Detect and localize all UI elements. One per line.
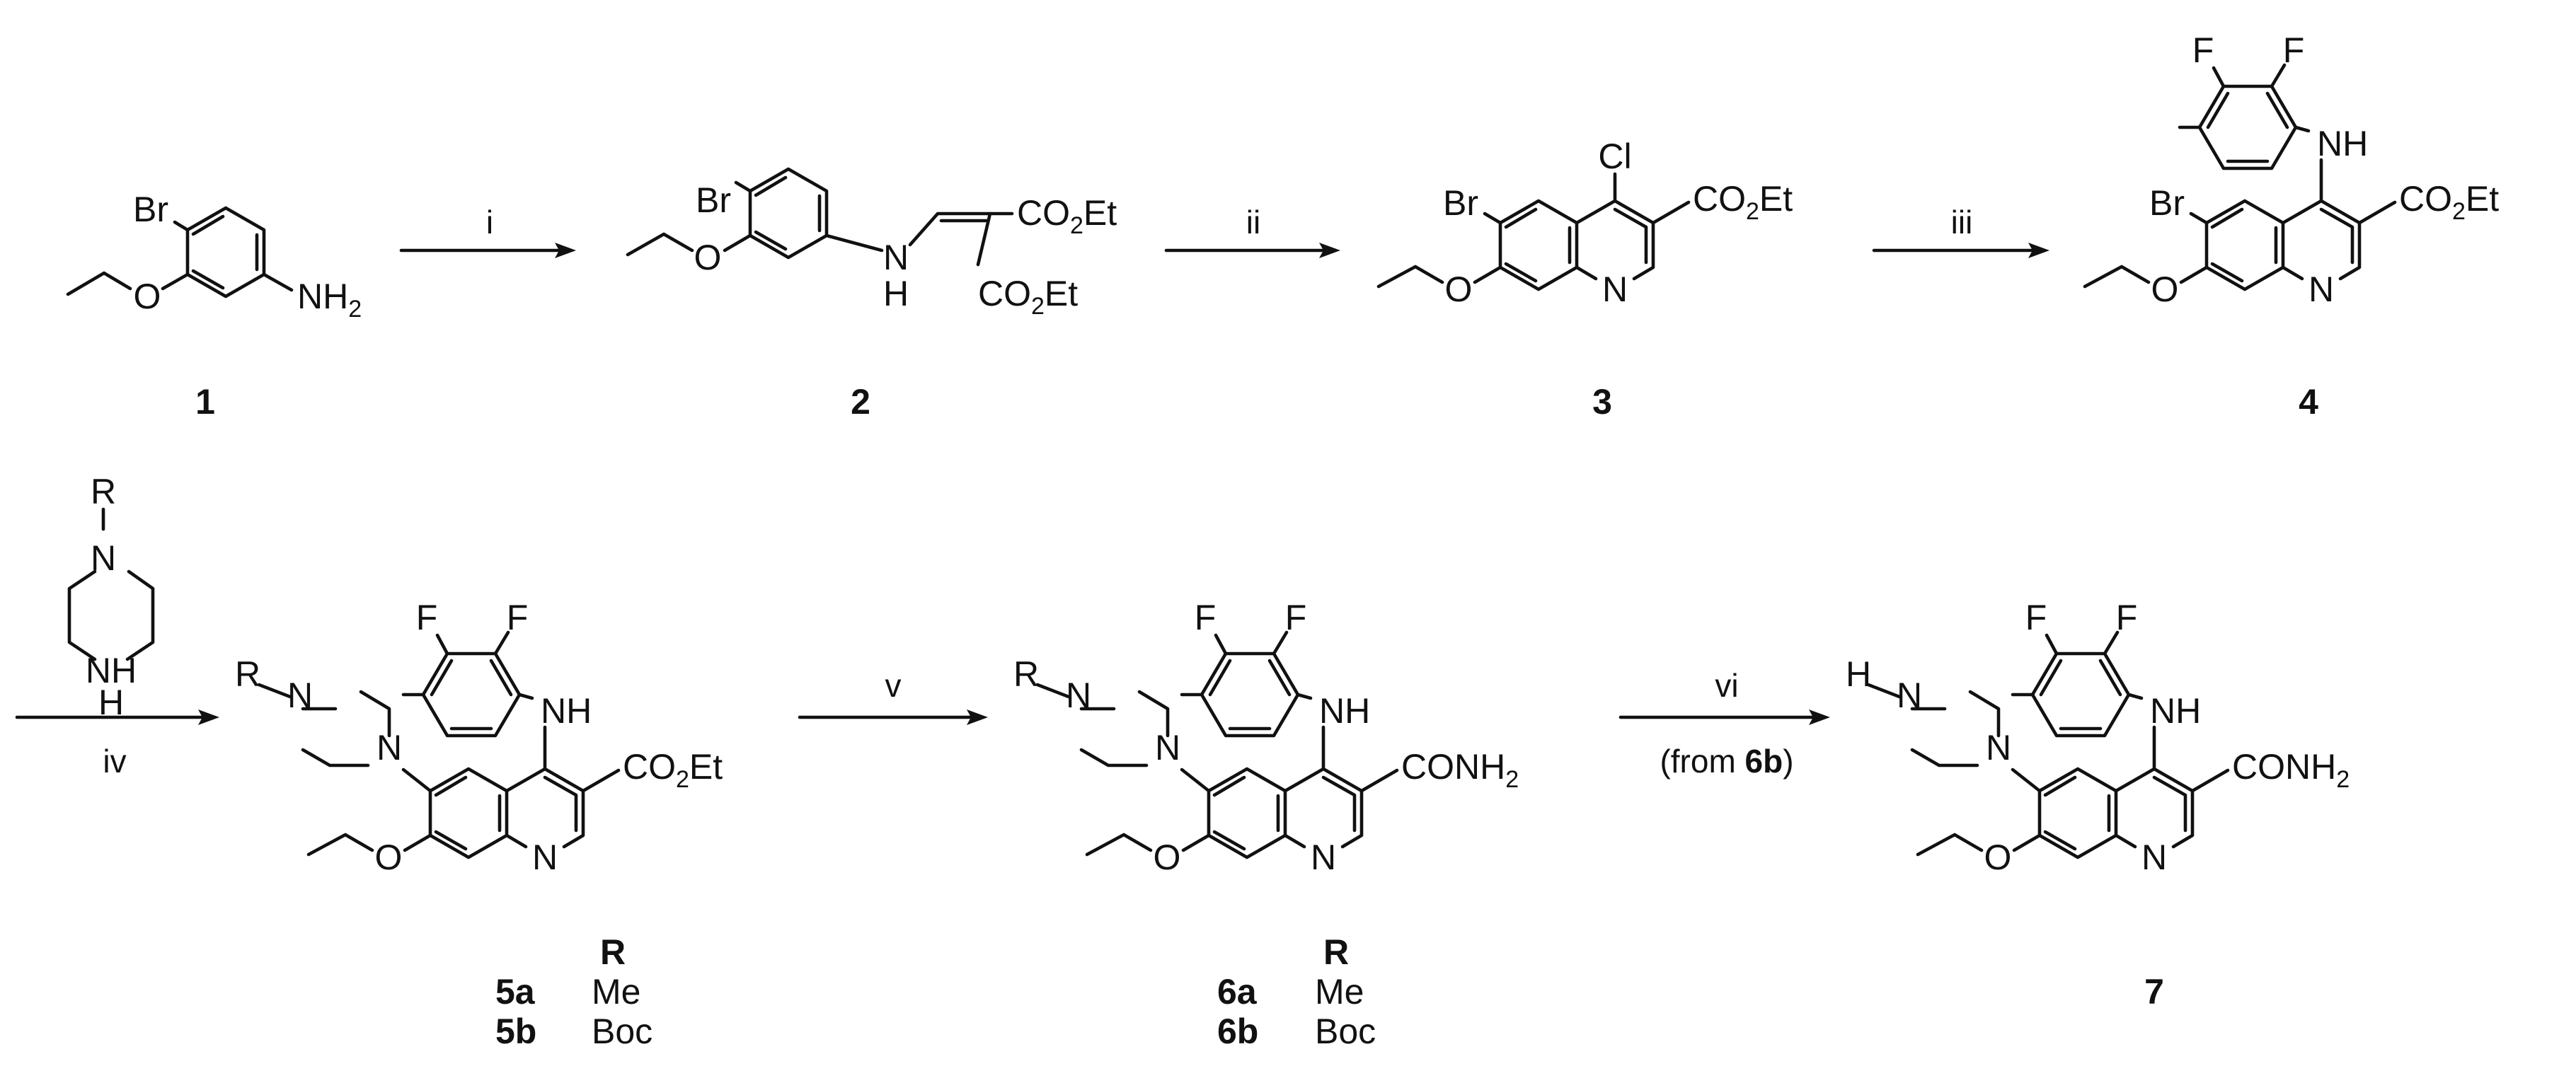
oxygen-atom-label: O xyxy=(1984,838,2012,877)
anilino-nh-label: NH xyxy=(2150,691,2201,731)
r-group-label: R xyxy=(1013,654,1039,694)
compound-2-label: 2 xyxy=(851,382,870,422)
substituent-table-6: R 6a Me 6b Boc xyxy=(1217,932,1376,1051)
compound-1-label: 1 xyxy=(195,382,215,422)
hydrogen-atom-label: H xyxy=(1846,654,1871,694)
piperazine-reagent-structure: R N NH H xyxy=(67,472,155,722)
compound-5-structure: F F NH N N R O N CO2Et xyxy=(235,598,723,877)
reaction-arrow-v xyxy=(798,709,988,725)
r-group-label: R xyxy=(91,472,116,511)
nitrogen-atom-label: N xyxy=(883,238,909,277)
table-header-r: R xyxy=(1323,932,1349,972)
ethyl-ester-group-label: CO2Et xyxy=(978,274,1078,320)
amine-group-label: NH2 xyxy=(297,277,362,323)
fluorine-atom-label: F xyxy=(507,598,529,637)
step-vi-note: (from 6b) xyxy=(1660,743,1793,780)
fluorine-atom-label: F xyxy=(416,598,438,637)
compound-5a-r-value: Me xyxy=(592,972,640,1012)
piperazine-nitrogen-label: N xyxy=(1986,728,2011,767)
anilino-nh-label: NH xyxy=(541,691,592,731)
bromine-atom-label: Br xyxy=(133,190,168,229)
fluorine-atom-label: F xyxy=(2025,598,2047,637)
ethyl-ester-group-label: CO2Et xyxy=(1017,193,1117,239)
ethyl-ester-group-label: CO2Et xyxy=(2399,179,2499,225)
compound-5b-label: 5b xyxy=(495,1012,536,1051)
anilino-nh-label: NH xyxy=(2317,124,2368,163)
table-header-r: R xyxy=(600,932,626,972)
substituent-table-5: R 5a Me 5b Boc xyxy=(495,932,652,1051)
anilino-nh-label: NH xyxy=(1319,691,1370,731)
fluorine-atom-label: F xyxy=(2283,30,2305,70)
compound-6a-label: 6a xyxy=(1217,972,1258,1012)
fluorine-atom-label: F xyxy=(2192,30,2214,70)
compound-1-structure: Br O NH2 xyxy=(66,190,362,323)
piperazine-nitrogen-label: N xyxy=(376,728,402,767)
step-iii-label: iii xyxy=(1951,204,1973,241)
step-vi-label: vi xyxy=(1715,667,1738,704)
oxygen-atom-label: O xyxy=(1445,270,1473,309)
fluorine-atom-label: F xyxy=(2116,598,2138,637)
bromine-atom-label: Br xyxy=(696,180,731,220)
ring-nitrogen-label: N xyxy=(1311,838,1336,877)
r-group-label: R xyxy=(235,654,260,694)
piperazine-nitrogen-label: N xyxy=(1066,676,1091,715)
step-v-label: v xyxy=(885,667,902,704)
reaction-arrow-ii xyxy=(1164,243,1340,258)
bromine-atom-label: Br xyxy=(1443,183,1478,223)
compound-2-structure: Br O N H CO2Et CO2Et xyxy=(626,167,1117,320)
step-ii-label: ii xyxy=(1246,204,1260,241)
chlorine-atom-label: Cl xyxy=(1598,137,1631,176)
oxygen-atom-label: O xyxy=(2151,270,2179,309)
piperazine-nitrogen-label: N xyxy=(287,676,313,715)
ring-nitrogen-label: N xyxy=(532,838,558,877)
oxygen-atom-label: O xyxy=(375,838,403,877)
ring-nitrogen-label: N xyxy=(2141,838,2167,877)
compound-6-structure: F F NH N N R O N CONH2 xyxy=(1013,598,1519,877)
piperazine-nitrogen-label: N xyxy=(1155,728,1180,767)
ethyl-ester-group-label: CO2Et xyxy=(623,747,723,793)
reaction-arrow-i xyxy=(399,243,576,258)
ethyl-ester-group-label: CO2Et xyxy=(1693,179,1793,225)
compound-6b-r-value: Boc xyxy=(1315,1012,1376,1051)
oxygen-atom-label: O xyxy=(1154,838,1181,877)
reaction-arrow-vi xyxy=(1618,709,1830,725)
bromine-atom-label: Br xyxy=(2149,183,2185,223)
fluorine-atom-label: F xyxy=(1285,598,1307,637)
oxygen-atom-label: O xyxy=(694,238,722,277)
piperazine-nitrogen-label: N xyxy=(1897,676,1922,715)
reaction-arrow-iv xyxy=(15,709,219,725)
step-i-label: i xyxy=(486,204,493,241)
compound-3-structure: Cl Br O N CO2Et xyxy=(1376,137,1793,309)
compound-6a-r-value: Me xyxy=(1315,972,1364,1012)
oxygen-atom-label: O xyxy=(134,277,161,316)
hydrogen-atom-label: H xyxy=(98,683,124,722)
compound-4-label: 4 xyxy=(2299,382,2318,422)
ring-nitrogen-label: N xyxy=(2308,270,2334,309)
reaction-arrow-iii xyxy=(1872,243,2049,258)
compound-3-label: 3 xyxy=(1592,382,1612,422)
compound-7-label: 7 xyxy=(2144,972,2164,1012)
step-iv-label: iv xyxy=(103,743,126,780)
compound-5a-label: 5a xyxy=(495,972,536,1012)
ring-nitrogen-label: N xyxy=(1602,270,1628,309)
carboxamide-group-label: CONH2 xyxy=(2232,747,2350,793)
compound-6b-label: 6b xyxy=(1217,1012,1258,1051)
compound-4-structure: F F NH Br O N CO2Et xyxy=(2083,30,2499,309)
fluorine-atom-label: F xyxy=(1195,598,1217,637)
compound-5b-r-value: Boc xyxy=(592,1012,652,1051)
compound-7-structure: F F NH N N H O N CONH2 xyxy=(1846,598,2350,877)
carboxamide-group-label: CONH2 xyxy=(1401,747,1519,793)
nitrogen-atom-label: N xyxy=(91,538,116,578)
nitrogen-atom-label: NH xyxy=(86,651,137,690)
hydrogen-atom-label: H xyxy=(883,274,909,313)
